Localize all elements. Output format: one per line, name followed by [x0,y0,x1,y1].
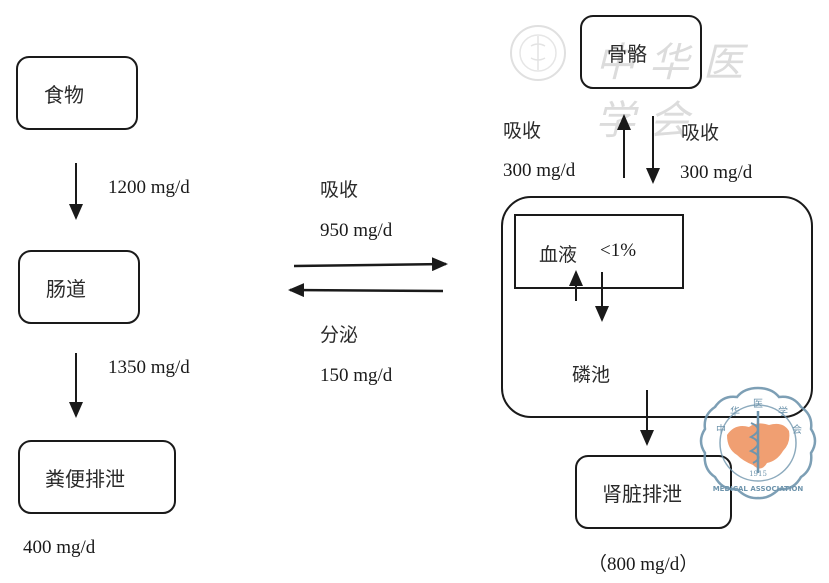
edge-intestine-feces-value: 1350 mg/d [108,357,190,378]
node-blood-percent: <1% [600,240,637,261]
node-bone-label: 骨骼 [607,41,647,66]
edge-food-intestine-value: 1200 mg/d [108,177,190,198]
edge-absorption-label: 吸收 [320,179,359,201]
arrow-absorption [293,257,448,272]
edge-bone-pool-value: 300 mg/d [680,162,753,183]
node-renal-excretion-label: 肾脏排泄 [602,481,682,506]
svg-text:会: 会 [792,423,802,436]
arrow-secretion [288,283,444,298]
svg-text:1915: 1915 [749,470,767,478]
edge-absorption-value: 950 mg/d [320,220,393,241]
edge-secretion-label: 分泌 [320,324,359,346]
node-blood-label: 血液 [539,244,578,266]
edge-feces-output-value: 400 mg/d [23,537,96,558]
edge-secretion-value: 150 mg/d [320,365,393,386]
edge-pool-bone-label: 吸收 [503,120,542,142]
node-phosphorus-pool [501,196,813,418]
node-food-label: 食物 [44,82,84,107]
node-phosphorus-pool-label: 磷池 [572,364,611,386]
node-fecal-excretion-label: 粪便排泄 [45,466,125,491]
node-intestine: 肠道 [18,250,140,324]
edge-pool-bone-value: 300 mg/d [503,160,576,181]
svg-text:中: 中 [716,423,726,436]
edge-bone-pool-label: 吸收 [681,122,720,144]
node-food: 食物 [16,56,138,130]
node-fecal-excretion: 粪便排泄 [18,440,176,514]
edge-renal-output-value: （800 mg/d） [588,554,699,575]
node-intestine-label: 肠道 [46,276,86,301]
node-renal-excretion: 肾脏排泄 [575,455,732,529]
node-bone: 骨骼 [580,15,702,89]
node-blood: 血液 <1% [514,214,684,289]
